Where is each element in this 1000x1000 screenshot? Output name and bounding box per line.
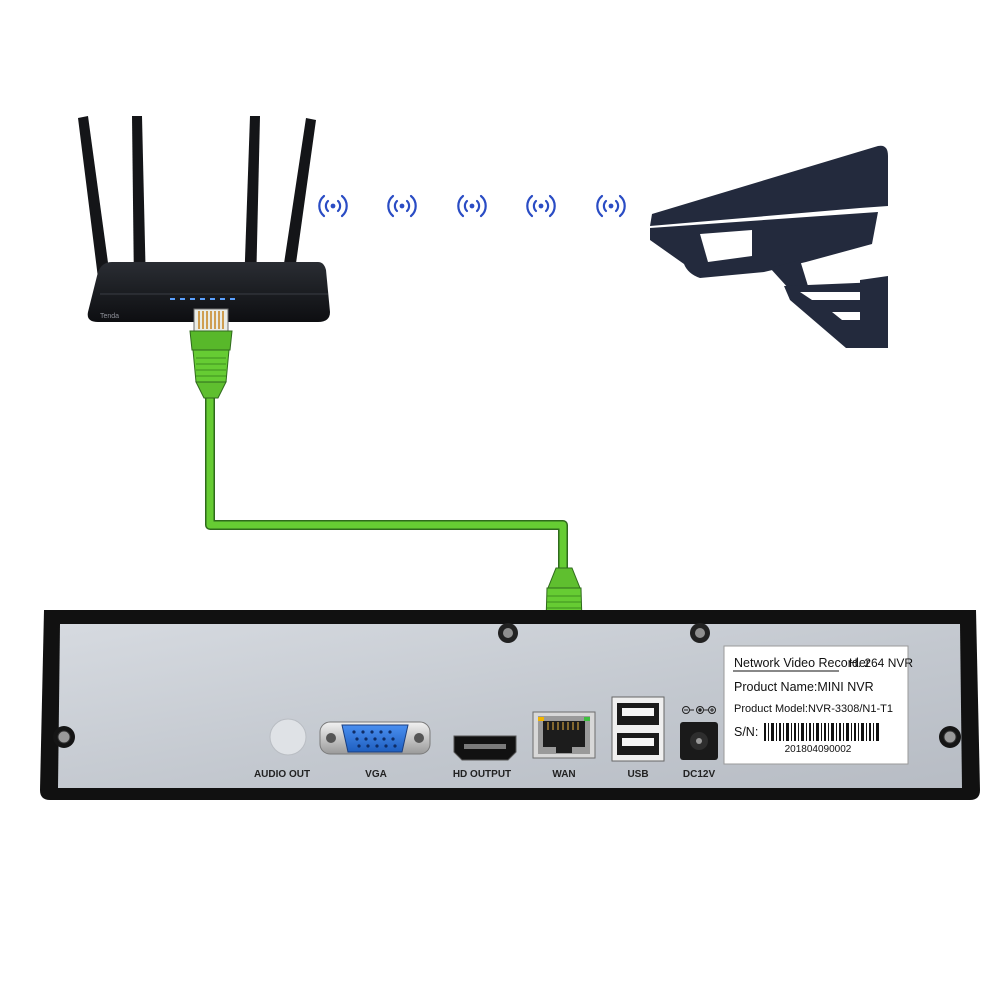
- rj45-connector-router: [189, 308, 233, 399]
- screw-icon: [690, 623, 710, 643]
- wan-label: WAN: [552, 769, 575, 780]
- audio-out-label: AUDIO OUT: [254, 769, 310, 780]
- audio-out-port: [269, 718, 307, 756]
- screw-icon: [498, 623, 518, 643]
- cctv-camera-icon: [650, 145, 888, 348]
- vga-port: [319, 721, 431, 755]
- screw-icon: [53, 726, 75, 748]
- router: Tenda: [78, 116, 330, 322]
- label-sn-value: 201804090002: [785, 744, 852, 755]
- label-product-model: Product Model:NVR-3308/N1-T1: [734, 703, 893, 715]
- dc-power-port: [680, 706, 718, 760]
- router-status-leds: [170, 298, 235, 300]
- label-sn-label: S/N:: [734, 725, 758, 739]
- dc-label: DC12V: [683, 769, 716, 780]
- label-product-name: Product Name:MINI NVR: [734, 680, 874, 694]
- label-title: Network Video Recorder: [734, 656, 870, 670]
- wifi-signal-icon: [318, 194, 348, 218]
- dc-polarity-icon: [682, 706, 716, 714]
- router-antenna: [132, 116, 146, 288]
- hdmi-port: [453, 735, 517, 761]
- product-label-sticker: Network Video Recorder H. 264 NVR Produc…: [723, 645, 913, 765]
- wifi-signal-icon: [596, 194, 626, 218]
- label-codec: H. 264 NVR: [849, 656, 913, 670]
- router-antenna: [78, 116, 112, 294]
- ethernet-cable: [205, 392, 568, 575]
- router-antenna: [280, 118, 316, 292]
- usb-label: USB: [627, 769, 648, 780]
- router-antenna: [244, 116, 260, 288]
- hd-output-label: HD OUTPUT: [453, 769, 511, 780]
- router-body: [87, 262, 330, 322]
- barcode: [764, 723, 879, 741]
- wifi-signal-icon: [526, 194, 556, 218]
- wan-port: [532, 711, 596, 759]
- nvr-back-panel: AUDIO OUT VGA HD OUTPUT: [40, 610, 980, 800]
- wifi-signal-icon: [457, 194, 487, 218]
- vga-label: VGA: [365, 769, 387, 780]
- screw-icon: [939, 726, 961, 748]
- router-brand: Tenda: [100, 313, 119, 320]
- wifi-signal-row: [318, 194, 626, 218]
- wifi-signal-icon: [387, 194, 417, 218]
- usb-ports: [611, 696, 665, 762]
